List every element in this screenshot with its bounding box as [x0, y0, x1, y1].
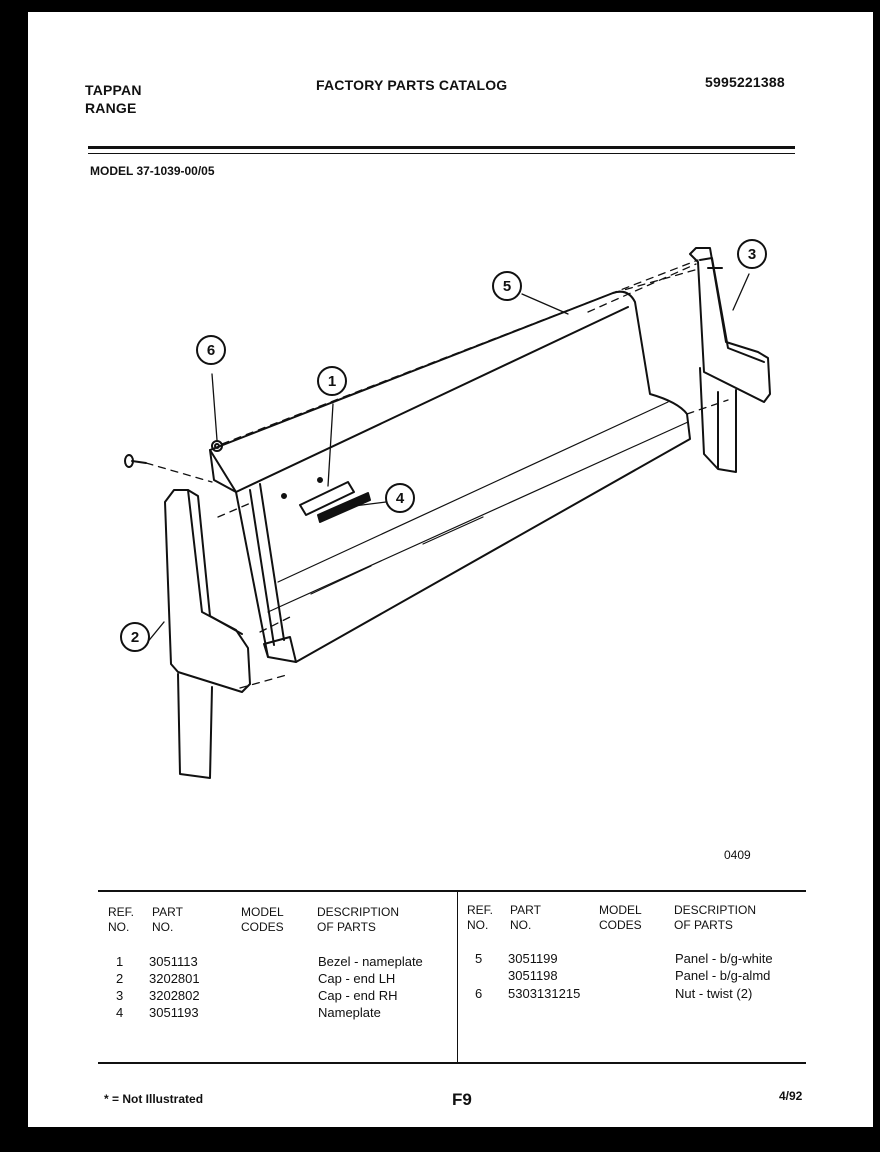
table-row-ref: 6	[475, 986, 483, 1001]
revision-date: 4/92	[779, 1089, 803, 1103]
table-row-part: 3202802	[149, 988, 200, 1003]
table-row-desc: Nut - twist (2)	[675, 986, 753, 1001]
callout-6: 6	[196, 335, 226, 365]
header-rule-thick	[88, 146, 795, 149]
header-ref-no-left: REF. NO.	[108, 905, 135, 934]
callout-5: 5	[492, 271, 522, 301]
table-top-rule	[98, 890, 806, 892]
table-row-part: 3051113	[149, 954, 198, 969]
table-row-part: 3202801	[149, 971, 200, 986]
header-model-codes-right: MODEL CODES	[599, 903, 642, 932]
header-ref-no-right: REF. NO.	[467, 903, 494, 932]
nameplate-bezel-part-1-4	[281, 477, 371, 523]
table-row-ref: 4	[116, 1005, 124, 1020]
catalog-page: TAPPAN RANGE FACTORY PARTS CATALOG 59952…	[28, 12, 873, 1127]
not-illustrated-note: * = Not Illustrated	[104, 1092, 204, 1106]
end-cap-rh-part-3	[689, 247, 771, 473]
callout-3: 3	[737, 239, 767, 269]
header-description-right: DESCRIPTION OF PARTS	[674, 903, 757, 932]
table-row-desc: Cap - end LH	[318, 971, 396, 986]
catalog-number: 5995221388	[705, 74, 785, 90]
header-rule-thin	[88, 153, 795, 154]
table-row-ref: 1	[116, 954, 124, 969]
callout-4: 4	[385, 483, 415, 513]
drawing-code: 0409	[724, 848, 751, 862]
table-row-desc: Bezel - nameplate	[318, 954, 423, 969]
table-row-part: 3051193	[149, 1005, 199, 1020]
header-part-no-left: PART NO.	[152, 905, 183, 934]
table-row-part: 3051199	[508, 951, 558, 966]
table-row-part: 3051198	[508, 968, 558, 983]
brand-name: TAPPAN	[85, 82, 142, 98]
table-row-ref: 3	[116, 988, 124, 1003]
table-center-divider	[457, 892, 458, 1062]
callout-1: 1	[317, 366, 347, 396]
page-number: F9	[452, 1090, 472, 1109]
table-row-ref: 5	[475, 951, 483, 966]
callout-2: 2	[120, 622, 150, 652]
header-part-no-right: PART NO.	[510, 903, 541, 932]
exploded-parts-diagram	[124, 247, 771, 779]
backguard-panel-part-5	[209, 290, 691, 663]
table-row-desc: Panel - b/g-white	[675, 951, 773, 966]
table-row-desc: Panel - b/g-almd	[675, 968, 771, 983]
header-description-left: DESCRIPTION OF PARTS	[317, 905, 400, 934]
screw-and-nut-part-6	[124, 440, 223, 468]
table-row-ref: 2	[116, 971, 124, 986]
header-model-codes-left: MODEL CODES	[241, 905, 284, 934]
table-row-desc: Cap - end RH	[318, 988, 398, 1003]
table-bottom-rule	[98, 1062, 806, 1064]
product-name: RANGE	[85, 100, 137, 116]
table-row-desc: Nameplate	[318, 1005, 381, 1020]
model-label: MODEL 37-1039-00/05	[90, 164, 215, 178]
page-title: FACTORY PARTS CATALOG	[316, 77, 508, 93]
end-cap-lh-part-2	[164, 489, 251, 779]
table-row-part: 5303131215	[508, 986, 581, 1001]
